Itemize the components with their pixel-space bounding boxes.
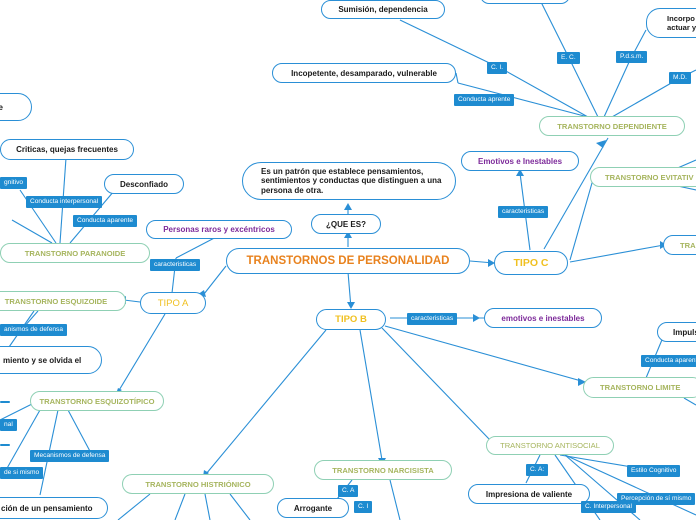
narcisista-ca-label: C. A — [338, 485, 359, 497]
esquizoide-olvida-node[interactable]: miento y se olvida el — [0, 346, 102, 374]
top-node[interactable] — [480, 0, 570, 4]
dependiente-ci-label: C. I. — [487, 62, 508, 74]
dependiente-ec-label: E. C. — [557, 52, 580, 64]
esquizotipico-de-si-mismo-label: de si mismo — [0, 467, 44, 479]
percepcion-label: Percepción de sí mismo — [617, 493, 696, 505]
dependiente-md-label: M.D. — [669, 72, 691, 84]
arrogante-node[interactable]: Arrogante — [277, 498, 349, 518]
definition-node[interactable]: Es un patrón que establece pensamientos,… — [242, 162, 456, 200]
dependiente-node[interactable]: TRANSTORNO DEPENDIENTE — [539, 116, 685, 136]
impresiona-node[interactable]: Impresiona de valiente — [468, 484, 590, 504]
conducta-aparente-label: Conducta aparente — [73, 215, 138, 227]
root-node[interactable]: TRANSTORNOS DE PERSONALIDAD — [226, 248, 470, 274]
tipo-a-node[interactable]: TIPO A — [140, 292, 206, 314]
antisocial-node[interactable]: TRANSTORNO ANTISOCIAL — [486, 436, 614, 455]
que-es-node[interactable]: ¿QUE ES? — [311, 214, 381, 234]
limite-node[interactable]: TRANSTORNO LIMITE — [583, 377, 696, 398]
narcisista-node[interactable]: TRANSTORNO NARCISISTA — [314, 460, 452, 480]
desconfiado-node[interactable]: Desconfiado — [104, 174, 184, 194]
tipo-c-other-node[interactable]: TRA — [663, 235, 696, 255]
impulsivo-node[interactable]: Impuls — [657, 322, 696, 342]
paranoide-node[interactable]: TRANSTORNO PARANOIDE — [0, 243, 150, 263]
tipo-b-caracteristicas-label: caracteristicas — [407, 313, 458, 325]
esquizotipico-small-label — [0, 401, 10, 403]
esquizoide-mecanismos-label: anismos de defensa — [0, 324, 68, 336]
tipo-a-caracteristicas-node[interactable]: Personas raros y excéntricos — [146, 220, 292, 239]
top-left-node[interactable]: e — [0, 93, 32, 121]
tipo-b-node[interactable]: TIPO B — [316, 309, 386, 330]
tipo-a-caracteristicas-label: caracteristicas — [150, 259, 201, 271]
incorpo-node[interactable]: Incorpo actuar y — [646, 8, 696, 38]
histrionico-node[interactable]: TRANSTORNO HISTRIÓNICO — [122, 474, 274, 494]
antisocial-ca-label: C. A: — [526, 464, 549, 476]
tipo-c-caracteristicas-label: caracteristicas — [498, 206, 549, 218]
incompetente-node[interactable]: Incopetente, desamparado, vulnerable — [272, 63, 456, 83]
esquizotipico-mecanismos-label: Mecanismos de defensa — [30, 450, 110, 462]
esquizotipico-nal-label: nal — [0, 419, 17, 431]
dependiente-conducta-aparente-label: Conducta aprente — [454, 94, 515, 106]
tipo-c-node[interactable]: TIPO C — [494, 251, 568, 275]
criticas-node[interactable]: Criticas, quejas frecuentes — [0, 139, 134, 160]
conducta-interpersonal-label: Conducta interpersonal — [26, 196, 103, 208]
esquizotipico-pensamiento-node[interactable]: ción de un pensamiento — [0, 497, 108, 519]
estilo-cognitivo-label: Estilo Cognitivo — [627, 465, 681, 477]
c-interpersonal-label: C. Interpersonal — [581, 501, 636, 513]
cognitivo-label: gnitivo — [0, 177, 28, 189]
evitativo-node[interactable]: TRANSTORNO EVITATIV — [590, 167, 696, 187]
limite-conducta-aparente-label: Conducta aparente — [641, 355, 696, 367]
tipo-b-caracteristicas-node[interactable]: emotivos e inestables — [484, 308, 602, 328]
sumision-node[interactable]: Sumisión, dependencia — [321, 0, 445, 19]
esquizoide-node[interactable]: TRANSTORNO ESQUIZOIDE — [0, 291, 126, 311]
esquizotipico-node[interactable]: TRANSTORNO ESQUIZOTÍPICO — [30, 391, 164, 411]
esquizotipico-small-label-2 — [0, 444, 10, 446]
dependiente-pdsm-label: P.d.s.m. — [616, 51, 648, 63]
narcisista-ci-label: C. I — [354, 501, 373, 513]
tipo-c-caracteristicas-node[interactable]: Emotivos e Inestables — [461, 151, 579, 171]
